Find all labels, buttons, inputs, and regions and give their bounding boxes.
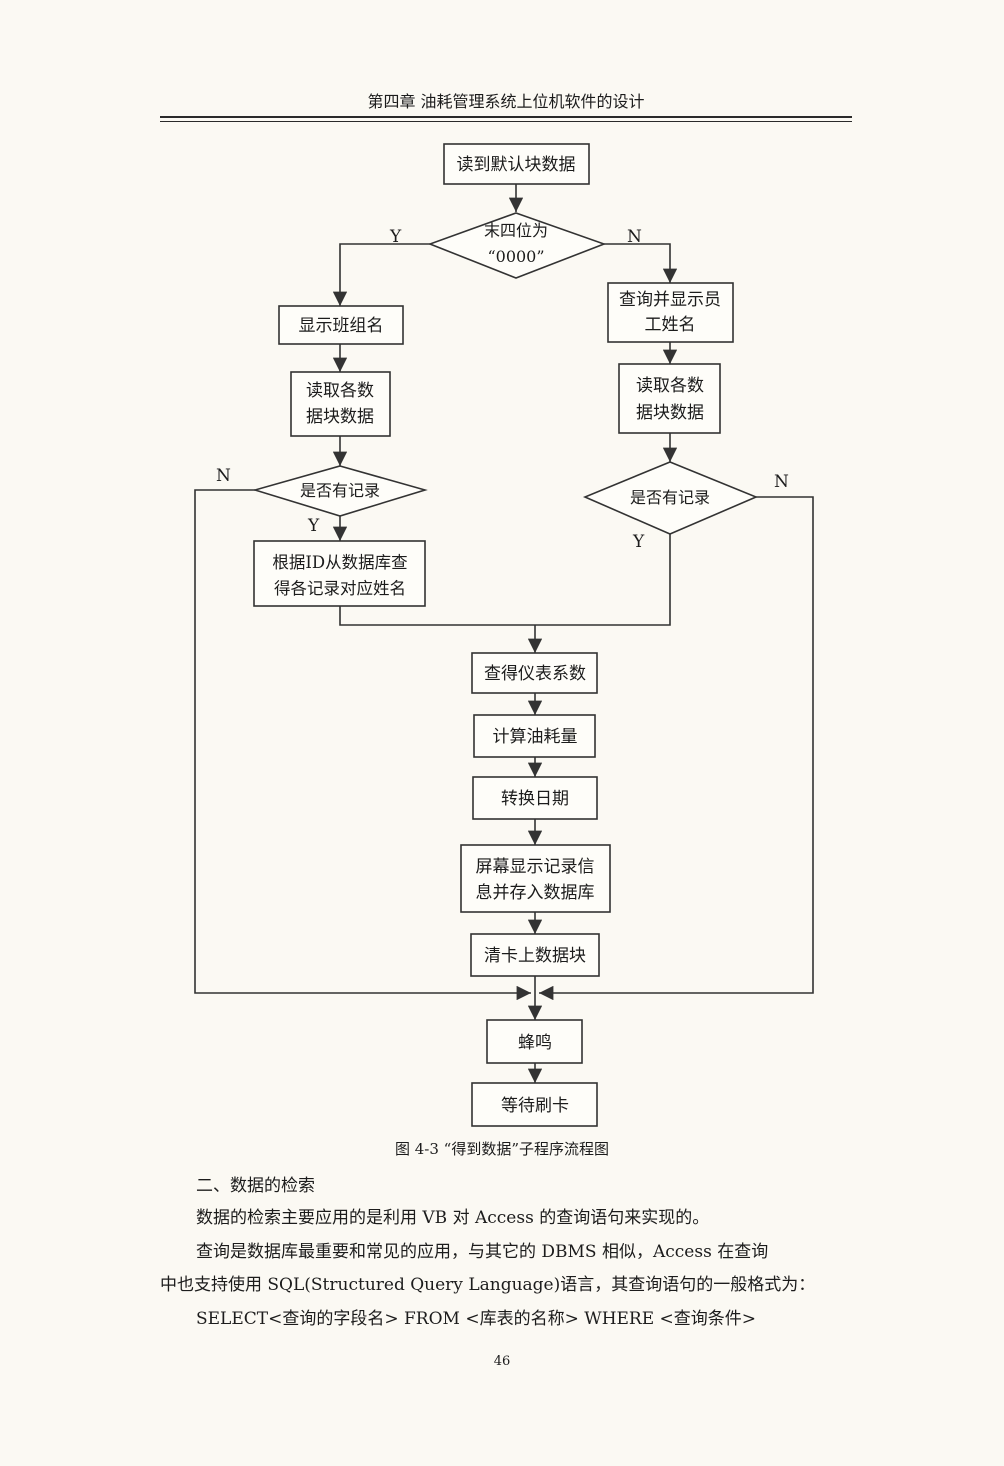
node-clear-blocks-box: [470, 933, 600, 977]
node-decision-last4-diamond: [427, 212, 607, 279]
node-has-record-left-diamond: [252, 465, 428, 517]
node-calc-fuel: 计算油耗量: [493, 727, 578, 747]
node-read-blocks-right-box: [618, 363, 721, 434]
body-paragraph-2-line-2: 中也支持使用 SQL(Structured Query Language)语言，…: [160, 1275, 816, 1295]
node-read-blocks-left-box: [290, 371, 391, 437]
running-header: 第四章 油耗管理系统上位机软件的设计: [367, 92, 645, 111]
section-heading: 二、数据的检索: [196, 1176, 315, 1196]
node-clear-blocks: 清卡上数据块: [484, 946, 586, 966]
node-display-store-line1: 屏幕显示记录信: [476, 857, 595, 877]
node-decision-last4-line1: 末四位为: [484, 221, 548, 240]
body-paragraph-1: 数据的检索主要应用的是利用 VB 对 Access 的查询语句来实现的。: [196, 1208, 710, 1228]
label-yes-right: Y: [632, 532, 645, 552]
node-lookup-names-line2: 得各记录对应姓名: [274, 579, 406, 598]
node-has-record-right: 是否有记录: [630, 488, 710, 507]
node-decision-last4-line2: “0000”: [487, 247, 544, 266]
node-read-blocks-left-line1: 读取各数: [306, 381, 374, 401]
node-show-group: 显示班组名: [299, 316, 384, 336]
node-query-staff-box: [607, 282, 734, 343]
node-wait-card: 等待刷卡: [501, 1096, 569, 1116]
node-has-record-right-diamond: [582, 461, 759, 535]
flowchart-connectors: [194, 184, 814, 1083]
node-query-staff-line1: 查询并显示员: [619, 290, 721, 310]
node-read-blocks-right-line1: 读取各数: [636, 376, 704, 396]
node-display-store-line2: 息并存入数据库: [476, 883, 595, 903]
node-convert-date: 转换日期: [501, 789, 569, 809]
node-get-coefficient-box: [471, 652, 598, 694]
node-convert-date-box: [472, 776, 598, 820]
figure-caption: 图 4-3 “得到数据”子程序流程图: [394, 1140, 610, 1158]
node-beep: 蜂鸣: [518, 1033, 552, 1053]
body-paragraph-2-line-1: 查询是数据库最重要和常见的应用，与其它的 DBMS 相似，Access 在查询: [196, 1242, 769, 1262]
header-rule-thick: [160, 116, 852, 118]
node-show-group-box: [278, 305, 404, 345]
node-read-blocks-right-line2: 据块数据: [636, 403, 704, 423]
node-lookup-names-line1: 根据ID从数据库查: [272, 553, 407, 572]
node-query-staff-line2: 工姓名: [645, 315, 696, 335]
label-no-left: N: [216, 466, 231, 486]
node-lookup-names-box: [253, 540, 426, 607]
node-read-blocks-left-line2: 据块数据: [306, 407, 374, 427]
node-beep-box: [486, 1019, 583, 1064]
node-calc-fuel-box: [473, 714, 596, 758]
node-read-default: 读到默认块数据: [457, 155, 576, 175]
node-get-coefficient: 查得仪表系数: [484, 664, 586, 684]
node-display-store-box: [460, 844, 611, 913]
node-has-record-left: 是否有记录: [300, 481, 380, 500]
label-yes-top: Y: [389, 227, 402, 247]
header-rule-thin: [160, 121, 852, 122]
node-read-default-box: [443, 143, 590, 185]
label-no-right: N: [774, 472, 789, 492]
sql-syntax-line: SELECT<查询的字段名> FROM <库表的名称> WHERE <查询条件>: [196, 1309, 757, 1329]
node-wait-card-box: [471, 1082, 598, 1127]
flowchart-shapes: [252, 143, 759, 1127]
page-number: 46: [493, 1354, 511, 1369]
label-yes-left: Y: [307, 516, 320, 536]
label-no-top: N: [627, 227, 642, 247]
